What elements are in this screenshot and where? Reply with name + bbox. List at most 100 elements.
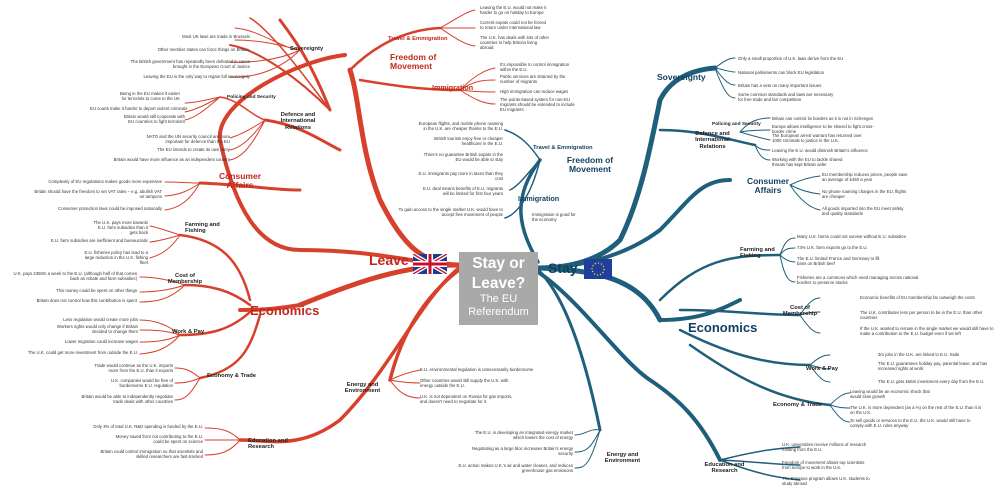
center-line-3: The EU bbox=[479, 293, 518, 305]
leave-policing-item: Being in the EU makes it easier for terr… bbox=[120, 91, 180, 102]
stay-sovereignty-title: Sovereignty bbox=[657, 72, 706, 82]
stay-trade-item: To sell goods or services to the E.U. th… bbox=[850, 418, 971, 429]
stay-education-item: U.K. universities receive millions of re… bbox=[782, 442, 867, 453]
stay-farming-item: Fisheries are a commons which need manag… bbox=[797, 275, 919, 286]
leave-consumer-title: Consumer Affairs bbox=[218, 171, 262, 190]
leave-energy-item: E.U. environmental regulation is unneces… bbox=[420, 367, 534, 372]
leave-work-item: Less regulation would create more jobs bbox=[63, 317, 138, 322]
stay-defence-item: Leaving the E.U. would diminish Britain'… bbox=[772, 148, 868, 153]
stay-economics-title: Economics bbox=[688, 320, 758, 335]
stay-energy-title: Energy and Environment bbox=[604, 452, 641, 465]
stay-policing-item: Europe allows intelligence to be shared … bbox=[772, 124, 874, 135]
leave-policing-title: Policing and Security bbox=[227, 95, 276, 100]
stay-trade-item: The U.K. is more dependent (as a %) on t… bbox=[850, 405, 982, 416]
stay-sovereignty-item: Britain has a veto on many important iss… bbox=[738, 83, 822, 88]
stay-sovereignty-item: National parliaments can block EU legisl… bbox=[738, 70, 824, 75]
leave-education-item: Money saved from not contributing to the… bbox=[115, 434, 203, 445]
leave-farming-item: E.U. fisheries policy has lead to a larg… bbox=[84, 250, 148, 266]
leave-cost-item: U.K. pays £350m a week to the E.U. (alth… bbox=[13, 271, 137, 282]
stay-defence-title: Defence and International Relations bbox=[695, 131, 730, 150]
stay-immigration-title: Immigration bbox=[518, 194, 560, 203]
leave-farming-item: E.U. farm subsidies are inefficient and … bbox=[50, 238, 148, 243]
leave-travel-item: Current expats could not be forced to re… bbox=[480, 20, 546, 31]
leave-consumer-item: Consumer protection laws could be impose… bbox=[58, 206, 162, 211]
leave-work-item: Lower migration could increase wages bbox=[64, 339, 138, 344]
center-line-4: Referendum bbox=[468, 306, 529, 318]
leave-freedom-title: Freedom of Movement bbox=[390, 52, 437, 71]
leave-defence-item: NATO and the UN security council are mor… bbox=[146, 134, 230, 145]
leave-trade-item: Britain would be able to independently n… bbox=[81, 394, 174, 405]
leave-defence-item: The EU intends to create its own army bbox=[157, 147, 230, 152]
leave-energy-item: Other countries would still supply the U… bbox=[420, 378, 509, 389]
leave-travel-item: Leaving the E.U. would not make it harde… bbox=[480, 5, 547, 16]
stay-trade-title: Economy & Trade bbox=[773, 402, 822, 408]
stay-work-item: 3m jobs in the U.K. are linked to E.U. t… bbox=[878, 352, 960, 357]
stay-immigration-item: To gain access to the single market U.K.… bbox=[398, 207, 503, 218]
leave-label: Leave bbox=[369, 252, 409, 268]
stay-energy-item: Negotiating as a large bloc increases Br… bbox=[471, 446, 573, 457]
eu-flag-icon bbox=[584, 259, 612, 279]
leave-defence-item: Britain would have more influence as an … bbox=[113, 157, 230, 162]
stay-energy-item: The E.U. is developing an integrated ene… bbox=[474, 430, 573, 441]
leave-economics-title: Economics bbox=[250, 303, 320, 318]
leave-trade-item: Trade would continue as the U.K. imports… bbox=[94, 363, 173, 374]
stay-education-item: The Erasmus program allows U.K. students… bbox=[782, 476, 870, 487]
leave-work-title: Work & Pay bbox=[172, 329, 205, 335]
center-topic: Stay or Leave? The EU Referendum bbox=[459, 252, 538, 325]
stay-work-title: Work & Pay bbox=[806, 366, 839, 372]
stay-consumer-item: No phone roaming charges in the EU, flig… bbox=[822, 189, 907, 200]
stay-work-item: The E.U. guarantees holiday pay, parenta… bbox=[878, 361, 988, 372]
leave-immigration-title: Immigration bbox=[432, 83, 474, 92]
leave-trade-title: Economy & Trade bbox=[207, 373, 256, 379]
stay-cost-title: Cost of Membership bbox=[782, 305, 818, 318]
stay-connectors bbox=[504, 57, 851, 481]
leave-immigration-item: It's impossible to control immigration w… bbox=[500, 62, 570, 73]
stay-travel-item: European flights, and mobile phone roami… bbox=[418, 121, 503, 132]
stay-farming-item: Many U.K. farms could not survive withou… bbox=[797, 234, 906, 239]
leave-education-item: Britain could control immigration so tha… bbox=[100, 449, 203, 460]
leave-immigration-item: High immigration can reduce wages bbox=[500, 89, 569, 94]
stay-defence-item: Working with the EU to tackle shared thr… bbox=[772, 157, 843, 168]
center-line-2: Leave? bbox=[471, 275, 526, 292]
leave-travel-item: The U.K. has deals with lots of other co… bbox=[480, 35, 550, 51]
leave-farming-title: Farming and Fishing bbox=[185, 222, 220, 235]
leave-farming-item: The U.K. pays more towards E.U. farm sub… bbox=[93, 220, 148, 236]
leave-sovereignty-item: The British government has repeatedly be… bbox=[130, 59, 250, 70]
stay-immigration-item: E.U. immigrants pay more in taxes than t… bbox=[418, 171, 503, 182]
leave-policing-item: EU courts make it harder to deport viole… bbox=[90, 106, 188, 111]
center-line-1: Stay or bbox=[472, 255, 525, 272]
leave-immigration-item: Public services are strained by the numb… bbox=[500, 74, 566, 85]
leave-sovereignty-title: Sovereignty bbox=[290, 46, 324, 52]
stay-cost-item: The U.K. contributes less per person to … bbox=[860, 310, 983, 321]
stay-education-item: Freedom of movement allows top scientist… bbox=[782, 460, 865, 471]
stay-immigration-item: Immigration is good for the economy bbox=[532, 212, 576, 223]
stay-trade-item: Leaving would be an economic shock that … bbox=[850, 389, 930, 400]
stay-farming-item: 73% U.K. farm exports go to the E.U. bbox=[797, 245, 868, 250]
stay-energy-item: E.U. action makes U.K.'s air and water c… bbox=[458, 463, 573, 474]
stay-education-title: Education and Research bbox=[704, 462, 745, 475]
leave-sovereignty-item: Leaving the EU is the only way to regain… bbox=[143, 74, 250, 79]
stay-policing-item: The European arrest warrant has returned… bbox=[772, 133, 862, 144]
leave-cost-item: This money could be spent on other thing… bbox=[56, 288, 137, 293]
stay-freedom-title: Freedom of Movement bbox=[566, 155, 614, 174]
stay-sovereignty-item: Some common standards and laws are neces… bbox=[738, 92, 834, 103]
leave-travel-title: Travel & Emmigration bbox=[388, 36, 448, 42]
stay-farming-item: The E.U. limited France and Germany to f… bbox=[797, 256, 880, 267]
leave-immigration-item: The points-based system for non-EU migra… bbox=[500, 97, 575, 113]
stay-consumer-item: All goods imported into the EU meet safe… bbox=[822, 206, 904, 217]
stay-policing-item: Britain can control its borders as it is… bbox=[772, 116, 874, 121]
leave-education-title: Education and Research bbox=[248, 438, 288, 451]
stay-sovereignty-item: Only a small proportion of U.K. laws der… bbox=[738, 56, 844, 61]
stay-work-item: The E.U. gets £66m investment every day … bbox=[878, 379, 985, 384]
leave-sovereignty-item: Most UK laws are made in Brussels bbox=[182, 34, 250, 39]
leave-work-item: Workers rights would only change if Brit… bbox=[56, 324, 138, 335]
leave-education-item: Only 3% of total U.K. R&D spending is fu… bbox=[93, 424, 203, 429]
leave-consumer-item: Britain should have the freedom to set V… bbox=[34, 189, 162, 200]
leave-defence-title: Defence and International Relations bbox=[280, 112, 316, 131]
leave-connectors bbox=[139, 9, 496, 456]
stay-travel-item: British tourists enjoy free or cheaper h… bbox=[434, 136, 503, 147]
stay-travel-item: There's no guarantee British expats in t… bbox=[423, 152, 503, 163]
stay-farming-title: Farming and Fishing bbox=[740, 247, 775, 260]
union-jack-flag-icon bbox=[413, 254, 447, 274]
